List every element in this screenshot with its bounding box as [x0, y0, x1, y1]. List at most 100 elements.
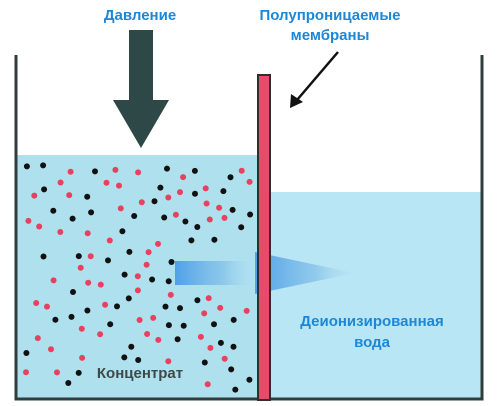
salt-particle-black	[92, 168, 98, 175]
salt-particle-black	[41, 186, 48, 193]
salt-particle-black	[23, 350, 30, 356]
salt-particle-red	[144, 331, 151, 337]
salt-particle-black	[194, 297, 201, 304]
salt-particle-black	[114, 303, 120, 310]
salt-particle-red	[77, 264, 84, 271]
salt-particle-red	[97, 331, 104, 338]
salt-particle-black	[135, 357, 142, 363]
salt-particle-black	[191, 167, 198, 174]
salt-particle-red	[116, 182, 122, 189]
salt-particle-black	[121, 271, 128, 278]
salt-particle-red	[143, 261, 150, 268]
salt-particle-black	[164, 165, 170, 172]
salt-particle-black	[131, 213, 138, 219]
salt-particle-black	[227, 174, 234, 181]
salt-particle-red	[36, 223, 43, 230]
pressure-arrow-icon	[113, 30, 169, 148]
salt-particle-red	[150, 314, 157, 321]
salt-particle-black	[157, 184, 164, 191]
concentrate-label: Концентрат	[97, 365, 183, 382]
pressure-label: Давление	[104, 7, 176, 24]
salt-particle-red	[78, 325, 85, 332]
salt-particle-red	[216, 204, 223, 211]
membrane-label-line1: Полупроницаемые	[259, 7, 400, 24]
salt-particle-black	[211, 236, 218, 243]
salt-particle-red	[180, 174, 187, 181]
salt-particle-black	[119, 228, 126, 235]
salt-particle-red	[57, 229, 64, 235]
salt-particle-black	[50, 207, 57, 214]
right-water	[270, 192, 482, 399]
salt-particle-black	[149, 276, 156, 283]
salt-particle-red	[44, 303, 50, 310]
salt-particle-black	[65, 380, 72, 386]
salt-particle-red	[102, 301, 109, 308]
salt-particle-red	[33, 300, 40, 306]
salt-particle-red	[57, 179, 64, 186]
salt-particle-black	[125, 295, 132, 302]
salt-particle-red	[134, 287, 141, 294]
salt-particle-black	[230, 316, 237, 323]
salt-particle-red	[203, 200, 210, 207]
deionized-label-line1: Деионизированная	[300, 313, 443, 330]
salt-particle-black	[107, 321, 114, 328]
salt-particle-red	[221, 355, 228, 362]
salt-particle-red	[204, 381, 211, 388]
salt-particle-black	[162, 303, 169, 310]
salt-particle-red	[106, 237, 113, 244]
deionized-label-line2: вода	[354, 334, 391, 351]
salt-particle-red	[206, 216, 213, 223]
salt-particle-black	[161, 214, 168, 221]
salt-particle-red	[136, 317, 143, 323]
salt-particle-red	[165, 358, 172, 365]
container	[14, 55, 484, 401]
salt-particle-red	[112, 166, 119, 173]
membrane	[257, 74, 271, 401]
salt-particle-red	[23, 369, 29, 376]
salt-particle-red	[207, 344, 214, 351]
salt-particle-red	[134, 273, 141, 280]
salt-particle-red	[238, 167, 245, 174]
salt-particle-black	[105, 257, 111, 264]
salt-particle-red	[135, 169, 142, 176]
salt-particle-red	[48, 346, 54, 353]
salt-particle-red	[167, 291, 174, 298]
salt-particle-red	[165, 194, 172, 201]
salt-particle-red	[197, 333, 204, 340]
salt-particle-black	[165, 278, 172, 285]
salt-particle-black	[128, 343, 135, 350]
salt-particle-black	[165, 322, 172, 329]
salt-particle-red	[85, 279, 92, 286]
salt-particle-red	[138, 199, 145, 206]
salt-particle-black	[174, 336, 181, 343]
salt-particle-red	[31, 192, 38, 199]
membrane-pointer-arrow-icon	[290, 51, 339, 108]
salt-particle-red	[217, 304, 224, 311]
salt-particle-black	[23, 163, 30, 170]
salt-particle-black	[69, 215, 76, 222]
salt-particle-black	[194, 224, 201, 230]
salt-particle-black	[246, 376, 253, 383]
salt-particle-red	[202, 185, 209, 192]
salt-particle-black	[121, 354, 128, 361]
salt-particle-black	[75, 369, 82, 376]
salt-particle-red	[97, 281, 104, 288]
salt-particle-black	[192, 190, 198, 197]
salt-particle-black	[201, 359, 208, 366]
salt-particle-red	[246, 178, 253, 185]
salt-particle-black	[126, 248, 133, 255]
salt-particle-black	[220, 188, 227, 195]
salt-particle-red	[54, 369, 60, 376]
salt-particle-black	[238, 224, 245, 231]
membrane-label-line2: мембраны	[291, 27, 370, 44]
salt-particle-black	[230, 343, 237, 350]
salt-particle-red	[243, 307, 250, 314]
salt-particle-red	[66, 192, 73, 199]
salt-particle-red	[34, 335, 41, 342]
salt-particle-black	[188, 237, 195, 244]
salt-particle-black	[229, 206, 236, 213]
salt-particle-red	[155, 336, 162, 343]
salt-particle-red	[50, 277, 57, 284]
salt-particle-red	[177, 189, 183, 196]
salt-particle-black	[151, 198, 158, 205]
